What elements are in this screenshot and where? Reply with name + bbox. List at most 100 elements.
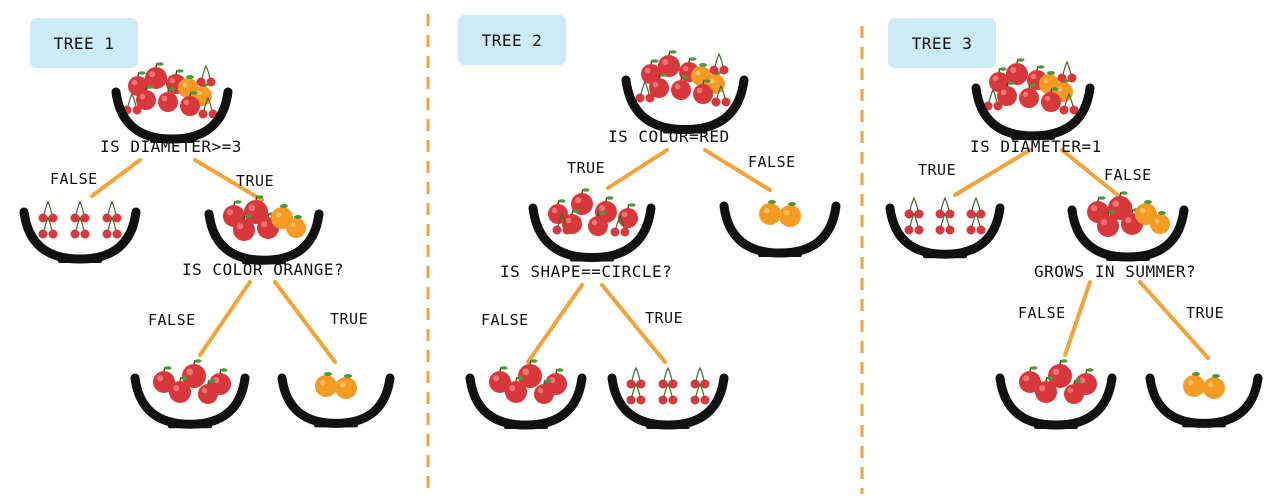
apple-icon [693,79,713,104]
orange-icon [759,200,781,225]
apple-icon [198,379,218,404]
tree-1-left-bowl [19,200,141,264]
cherry-icon [610,214,630,237]
apple-icon [1006,58,1028,85]
branch-edge [90,158,142,198]
cherry-icon [102,216,122,239]
cherry-icon [1057,60,1077,83]
apple-icon [1064,379,1084,404]
tree-3-left-branch-label: TRUE [918,161,957,179]
tree-1-sub-question: IS COLOR ORANGE? [182,260,345,279]
orange-icon [1150,211,1170,234]
apple-icon [658,50,680,77]
cherry-icon [635,80,655,103]
apple-icon [1108,191,1132,220]
tree-2-right-branch-label: FALSE [748,153,796,171]
bowl-base [150,137,194,144]
apple-icon [1035,376,1057,403]
cherry-icon [904,212,924,235]
orange-icon [1203,374,1225,399]
branch-edge [1138,280,1210,360]
apple-icon [997,81,1017,106]
branch-edge [526,283,584,364]
tree-1-title: TREE 1 [53,33,115,53]
tree-2-sub-right-bowl [607,366,729,430]
branch-edge [606,148,669,190]
tree-3-left-bowl [885,196,1005,259]
apple-icon [244,195,268,224]
orange-icon [1183,372,1205,397]
bowl-base [314,421,358,428]
branch-edge [193,158,264,202]
tree-3-title: TREE 3 [911,33,973,53]
apple-icon [136,85,156,110]
cherry-icon [38,200,58,223]
apple-icon [1019,83,1039,108]
bowl-base [1182,421,1226,428]
tree-1-right-bowl [204,195,324,265]
branch-edge [1063,280,1092,357]
tree-1-root-question: IS DIAMETER>=3 [100,137,242,156]
cherry-icon [935,212,955,235]
cherry-icon [966,212,986,235]
tree-2-sub-left-branch-label: FALSE [481,311,529,329]
bowl-base [758,251,802,258]
bowl-base [168,422,212,429]
cherry-icon [1059,92,1079,115]
tree-3-root-bowl [971,58,1095,141]
cherry-icon [658,366,678,389]
cherry-icon [70,200,90,223]
apple-icon [548,199,568,224]
tree-1-sub-left-branch-label: FALSE [148,311,196,329]
apple-icon [145,62,167,89]
apple-icon [505,376,527,403]
tree-1-right-branch-label: TRUE [236,172,275,190]
tree-3-badge: TREE 3 [888,18,996,68]
tree-1-sub-left-bowl [130,359,250,429]
apple-icon [1019,366,1041,393]
apple-icon [158,87,178,112]
bowl-base [58,257,102,264]
cherry-icon [690,382,710,405]
bowl-base [1011,133,1055,140]
apple-icon [671,75,691,100]
apple-icon [233,214,255,241]
tree-1-sub-right-branch-label: TRUE [330,310,369,328]
apple-icon [169,376,191,403]
cherry-icon [658,382,678,405]
bowl-base [1034,423,1078,430]
cherry-icon [966,196,986,219]
branch-edge [273,280,337,364]
tree-1-left-branch-label: FALSE [50,170,98,188]
cherry-icon [552,212,572,235]
cherry-icon [711,84,731,107]
branch-edge [703,148,772,192]
tree-2-badge: TREE 2 [458,15,566,65]
cherry-icon [709,52,729,75]
apple-icon [618,203,638,228]
bowl-base [570,255,614,262]
branch-edge [1060,148,1132,207]
apple-icon [534,379,554,404]
tree-2-left-branch-label: TRUE [567,159,606,177]
apple-icon [180,91,200,116]
tree-3-right-branch-label: FALSE [1104,166,1152,184]
apple-icon [588,211,608,236]
tree-3-sub-question: GROWS IN SUMMER? [1034,262,1197,281]
cherry-icon [38,216,58,239]
orange-icon [779,202,801,227]
tree-3-sub-right-bowl [1145,372,1263,428]
tree-2-root-bowl [621,50,749,135]
apple-icon [649,73,669,98]
cherry-icon [935,196,955,219]
tree-3-sub-left-branch-label: FALSE [1018,304,1066,322]
cherry-icon [626,382,646,405]
tree-2-left-bowl [528,188,656,263]
tree-2-root-question: IS COLOR=RED [608,127,730,146]
tree-2-sub-right-branch-label: TRUE [645,309,684,327]
tree-1-badge: TREE 1 [30,18,138,68]
branch-edge [953,148,1032,197]
tree-2-right-bowl [719,200,841,258]
